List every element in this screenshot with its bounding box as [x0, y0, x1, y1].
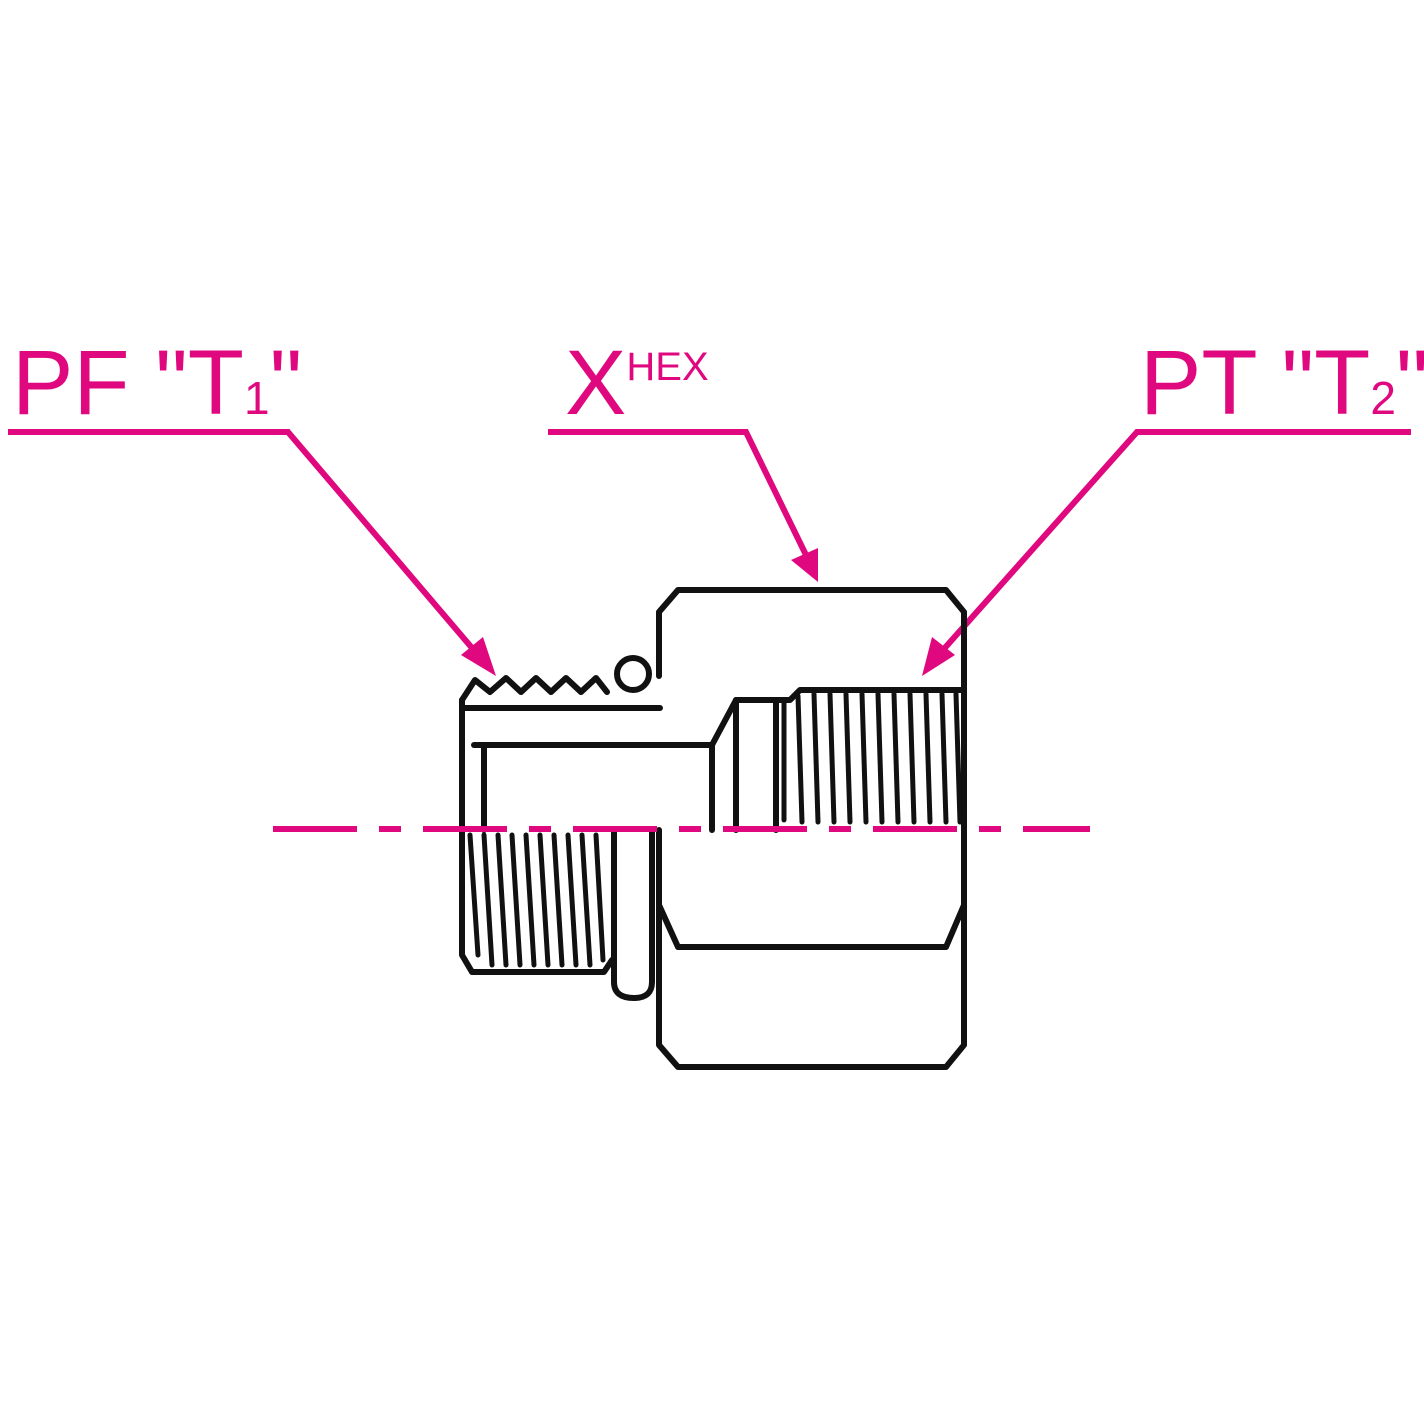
label-left-thread: PF "T1" — [12, 332, 302, 434]
label-hex-main: X — [565, 332, 626, 434]
label-hex: XHEX — [565, 332, 709, 434]
arrow-hex-icon — [791, 548, 818, 582]
label-left-thread-close: " — [270, 332, 303, 434]
label-left-thread-subscript: 1 — [244, 372, 270, 424]
male-thread-outline — [459, 697, 615, 975]
arrow-right-thread-icon — [922, 637, 955, 676]
relief-groove-bottom — [611, 829, 655, 1001]
female-thread-lines — [781, 691, 963, 825]
label-right-thread-subscript: 2 — [1370, 372, 1396, 424]
fitting-body — [459, 587, 967, 1070]
hex-flat-edge — [656, 902, 967, 950]
male-thread-lines — [467, 832, 606, 968]
label-left-thread-main: PF "T — [12, 332, 244, 434]
leader-left-thread — [8, 429, 481, 657]
leader-right-thread — [940, 429, 1411, 652]
label-right-thread-close: " — [1396, 332, 1424, 434]
leader-hex — [548, 429, 809, 557]
male-thread-crest-top — [459, 675, 610, 703]
female-port-top — [709, 687, 967, 748]
hex-body-outline — [656, 587, 967, 1070]
arrow-left-thread-icon — [461, 637, 496, 676]
label-right-thread-main: PT "T — [1140, 332, 1370, 434]
label-hex-superscript: HEX — [626, 345, 708, 389]
label-right-thread: PT "T2" — [1140, 332, 1424, 434]
relief-groove-top — [614, 655, 652, 693]
